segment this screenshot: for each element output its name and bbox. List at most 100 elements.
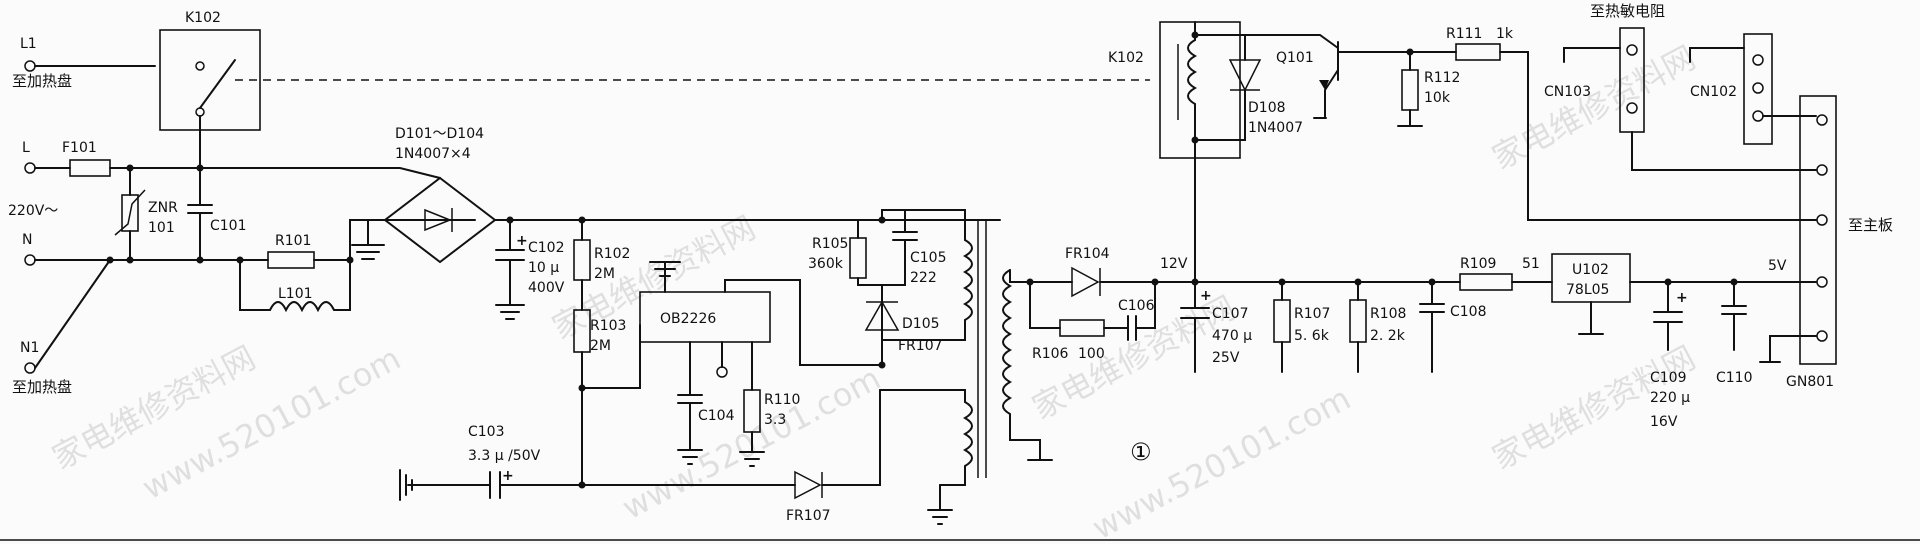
capacitor-c105	[881, 209, 918, 286]
bridge-diode-glyph	[424, 208, 453, 232]
q101-arrow	[1319, 80, 1329, 90]
capacitor-c104	[677, 341, 703, 451]
gn801-pin	[1816, 164, 1828, 176]
c105-value: 222	[910, 270, 937, 286]
capacitor-c108	[1419, 281, 1445, 373]
r109-label: R109	[1460, 256, 1496, 272]
wire-n1	[34, 259, 111, 369]
capacitor-c102: + C102 10 μ 400V	[495, 216, 565, 320]
c110-label: C110	[1716, 370, 1753, 386]
wire	[1563, 47, 1621, 63]
regulator-section: R109 51 U102 78L05 5V + C109 220 μ 16V C…	[1459, 253, 1791, 430]
secondary-winding	[1002, 269, 1041, 461]
watermark-url: www.520101.com	[1086, 379, 1357, 544]
c109-cap: 220 μ	[1650, 390, 1690, 406]
znr-label: ZNR	[148, 200, 178, 216]
ground-c103	[399, 469, 413, 501]
relay-coil-winding	[1187, 39, 1198, 146]
relay-contact-frame	[159, 29, 261, 131]
k102-contact-label: K102	[185, 10, 221, 26]
terminal-l	[24, 162, 36, 174]
c109-volt: 16V	[1650, 414, 1678, 430]
input-n1-note: 至加热盘	[12, 378, 72, 396]
r108-value: 2. 2k	[1370, 328, 1406, 344]
bridge-rectifier: D101～D104 1N4007×4	[351, 126, 1001, 264]
watermark-cn: 家电维修资料网	[546, 208, 762, 347]
resistor-r108	[1349, 299, 1367, 343]
r109-value: 51	[1522, 256, 1540, 272]
gn801-pin	[1816, 330, 1828, 342]
ic-label: OB2226	[660, 311, 716, 327]
divider-r102-r103: R102 2M R103 2M	[573, 216, 630, 489]
c101-symbol	[187, 167, 213, 261]
r106-label: R106	[1032, 346, 1069, 362]
capacitor-c109	[1653, 281, 1683, 351]
ground-r110	[739, 431, 765, 467]
watermark-url: www.520101.com	[136, 339, 407, 507]
resistor-r106	[1059, 319, 1105, 337]
watermark-cn: 家电维修资料网	[1486, 338, 1702, 477]
d105-label: D105	[902, 316, 940, 332]
d105-value: FR107	[898, 338, 943, 354]
relay-coil-frame	[1159, 21, 1241, 159]
fr104-label: FR104	[1065, 246, 1110, 262]
wire-ic-fb	[581, 324, 641, 389]
resistor-r107	[1273, 299, 1291, 343]
r101-label: R101	[275, 233, 311, 249]
c107-volt: 25V	[1212, 350, 1240, 366]
resistor-r111	[1455, 43, 1501, 61]
capacitor-c103	[489, 471, 501, 499]
wire-cn103-out	[1631, 131, 1817, 171]
r110-label: R110	[764, 392, 800, 408]
capacitor-c106	[1103, 281, 1156, 341]
c102-plus: +	[516, 233, 528, 249]
input-l1-note: 至加热盘	[12, 72, 72, 90]
aux-supply: + C103 3.3 μ /50V FR107	[399, 389, 953, 525]
terminal-n	[24, 254, 36, 266]
d101-label: D101～D104	[395, 126, 484, 142]
snubber-network: R105 360k C105 222 D105 FR107	[808, 209, 966, 369]
ground-u102	[1578, 301, 1604, 335]
u102-label: U102	[1572, 262, 1609, 278]
thermistor-label: 至热敏电阻	[1590, 2, 1665, 20]
resistor-r102	[573, 239, 591, 281]
gn801-pin	[1816, 276, 1828, 288]
figure-number: ①	[1130, 438, 1152, 466]
terminal-n1	[24, 362, 36, 374]
c103-value: 3.3 μ /50V	[468, 448, 541, 464]
r111-label: R111	[1446, 26, 1482, 42]
q101-label: Q101	[1276, 50, 1314, 66]
u102-value: 78L05	[1566, 282, 1609, 298]
c102-label: C102	[528, 240, 565, 256]
c101-label: C101	[210, 218, 247, 234]
diode-d108	[1228, 59, 1262, 92]
gn801-label: GN801	[1786, 374, 1834, 390]
ground-aux	[927, 484, 953, 525]
r102-label: R102	[594, 246, 630, 262]
contact-arm	[199, 59, 236, 109]
r103-value: 2M	[590, 338, 611, 354]
znr-slash	[114, 189, 146, 236]
node	[236, 256, 244, 264]
k102-coil-label: K102	[1108, 50, 1144, 66]
varistor-znr: ZNR 101	[114, 167, 178, 261]
rail-12v-label: 12V	[1160, 256, 1188, 272]
aux-winding	[879, 389, 973, 486]
c109-label: C109	[1650, 370, 1687, 386]
relay-contact-k102: K102	[159, 10, 1150, 169]
relay-driver: K102 D108 1N4007 Q101 R111 1k R112 10k	[1108, 21, 1817, 283]
cn102-pin	[1752, 82, 1764, 94]
main-board-connector-gn801: 至主板 GN801	[1759, 95, 1893, 390]
c107-label: C107	[1212, 306, 1249, 322]
c103-label: C103	[468, 424, 505, 440]
c107-cap: 470 μ	[1212, 328, 1252, 344]
input-n1-label: N1	[20, 340, 39, 356]
c102-cap: 10 μ	[528, 260, 559, 276]
resistor-r105	[849, 237, 867, 279]
node	[126, 256, 134, 264]
node	[196, 256, 204, 264]
r112-label: R112	[1424, 70, 1460, 86]
cn102-pin	[1752, 110, 1764, 122]
capacitor-c107	[1180, 281, 1210, 373]
